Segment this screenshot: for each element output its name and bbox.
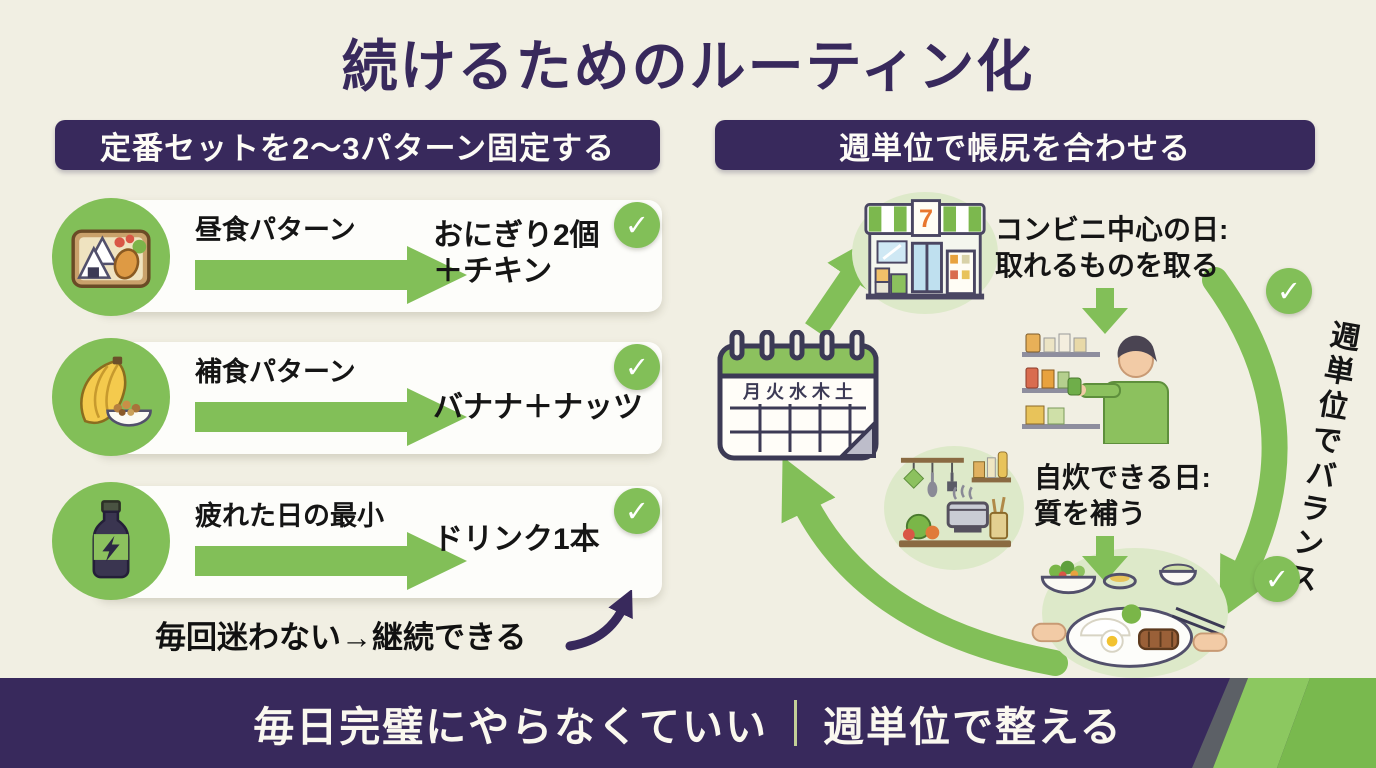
check-glyph: ✓ [1264,563,1290,596]
meal-plate-icon [1030,552,1230,683]
left-panel-caption: 毎回迷わない→継続できる [155,620,527,655]
check-icon: ✓ [1254,556,1300,602]
check-glyph: ✓ [624,209,650,242]
check-icon: ✓ [1266,268,1312,314]
pattern-card-lunch: 昼食パターン おにぎり2個 ＋チキン [95,200,662,312]
pattern-result: バナナ＋ナッツ [433,391,643,424]
arrow-calendar-to-store [805,232,882,337]
check-icon: ✓ [614,344,660,390]
page-title: 続けるためのルーティン化 [341,35,1035,98]
pattern-result: ドリンク1本 [433,523,600,556]
kitchen-icon [894,448,1016,567]
footer-message-right: 週単位で整える [823,704,1123,750]
right-arrow-icon [195,246,467,309]
cook-note: 自炊できる日: 質を補う [1034,462,1211,530]
check-icon: ✓ [614,488,660,534]
right-arrow-icon [195,532,467,595]
pattern-label: 昼食パターン [195,215,356,245]
check-icon: ✓ [614,202,660,248]
pattern-label: 疲れた日の最小 [195,501,384,531]
check-glyph: ✓ [1276,275,1302,308]
right-panel-header: 週単位で帳尻を合わせる [715,120,1315,170]
footer-message-left: 毎日完璧にやらなくていい [253,704,768,750]
energy-drink-icon [52,482,170,600]
calendar-days-text: 月 火 水 木 土 [742,381,853,402]
footer-corner-stripes [1192,678,1376,768]
check-glyph: ✓ [624,495,650,528]
bento-lunchbox-icon [52,198,170,316]
check-glyph: ✓ [624,351,650,384]
up-right-arrow-icon [564,588,640,659]
pattern-card-snack: 補食パターン バナナ＋ナッツ [95,342,662,454]
right-arrow-icon [195,388,467,451]
banana-and-nuts-icon [52,338,170,456]
pattern-result: おにぎり2個 ＋チキン [433,219,600,288]
convenience-store-icon: 7 [862,196,988,311]
footer-text: 毎日完璧にやらなくていい 週単位で整える [0,678,1376,768]
cycle-arrows [781,232,1288,676]
shopper-at-shelf-icon [1018,326,1170,449]
store-sign-text: 7 [919,205,933,233]
weekly-calendar-icon: 月 火 水 木 土 [716,329,880,469]
down-arrow-icon [1082,288,1128,339]
arrow-meal-to-calendar-curve [781,456,1068,676]
footer-divider [794,700,797,746]
pattern-label: 補食パターン [195,357,356,387]
down-arrow-icon [1082,536,1128,587]
left-panel-header: 定番セットを2〜3パターン固定する [55,120,660,170]
footer-bar: 毎日完璧にやらなくていい 週単位で整える [0,678,1376,768]
arrow-store-to-meal-curve [1202,267,1288,620]
pattern-card-tired-day: 疲れた日の最小 ドリンク1本 [95,486,662,598]
store-note: コンビニ中心の日: 取れるものを取る [995,214,1229,282]
